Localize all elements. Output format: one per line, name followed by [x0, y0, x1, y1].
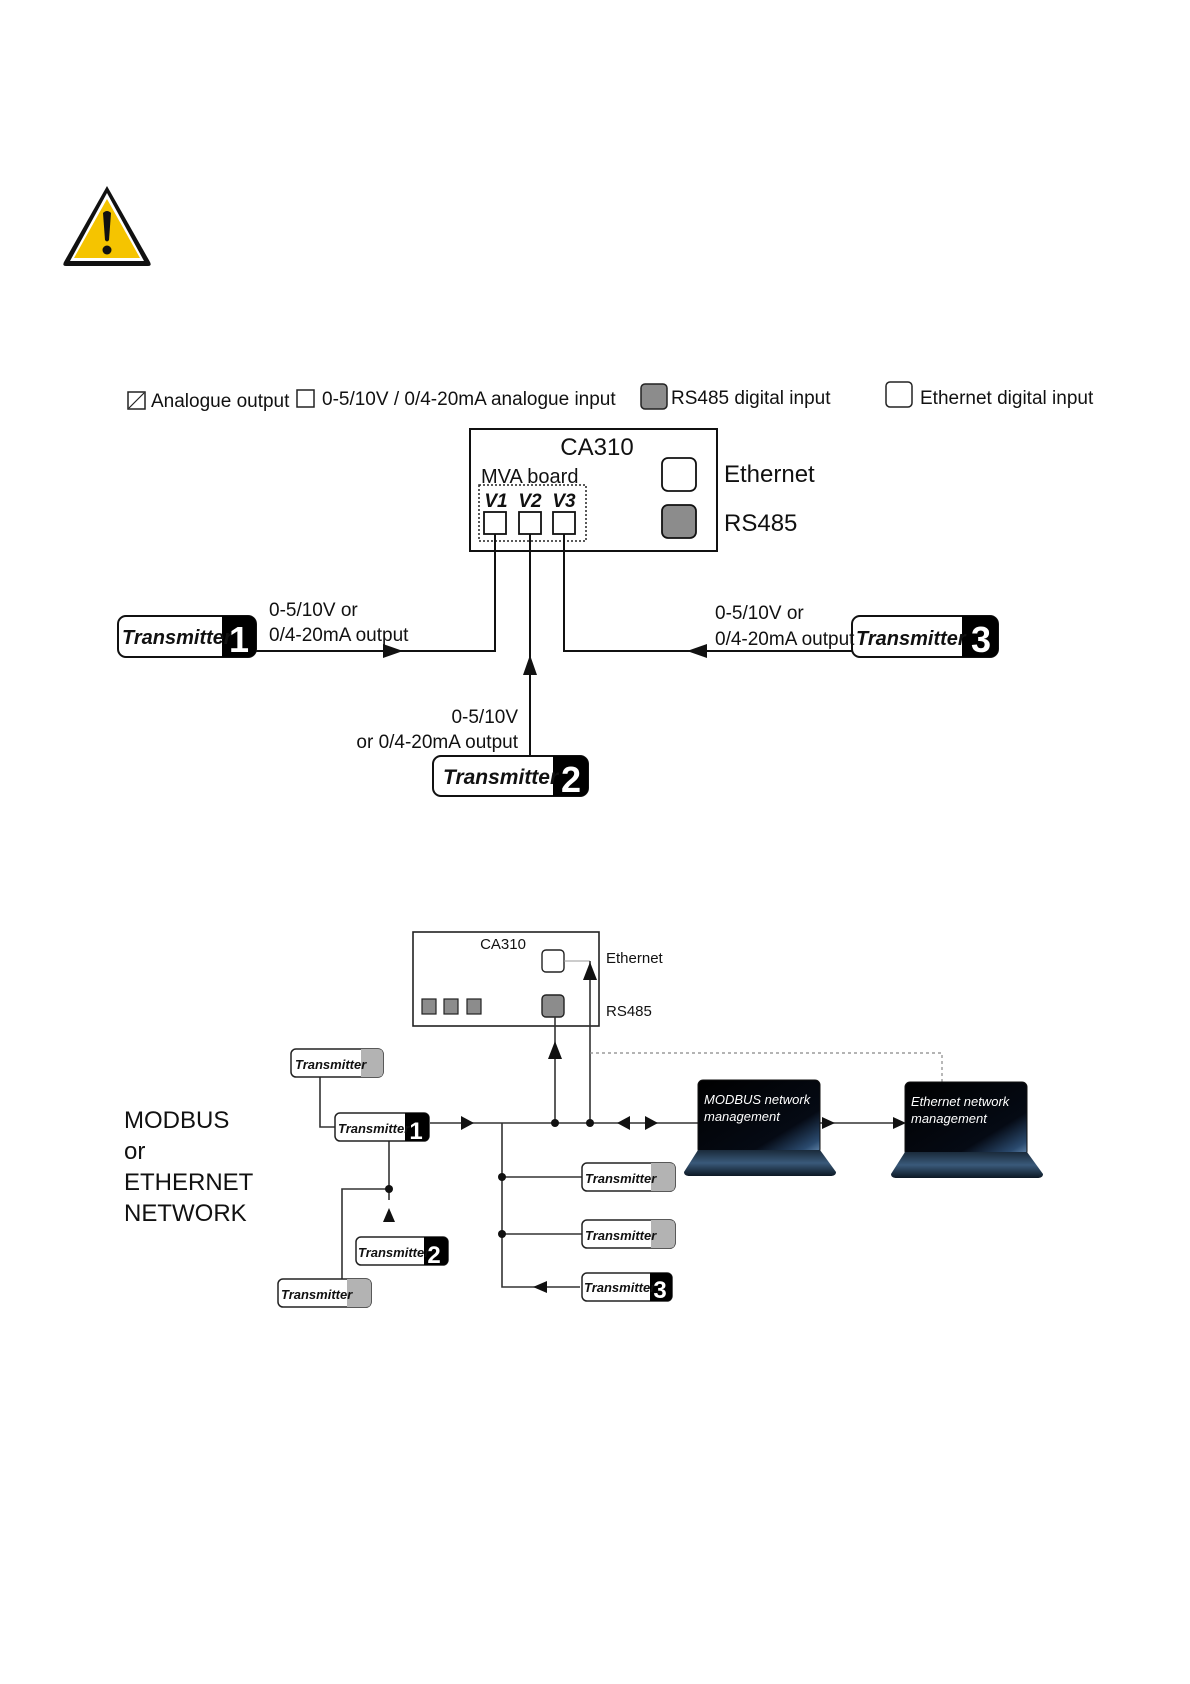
- arrow-right-icon: [461, 1116, 474, 1130]
- transmitter-label: Transmitter: [358, 1245, 430, 1260]
- arrow-up-icon: [523, 655, 537, 675]
- diagram1-wiring: [255, 534, 852, 755]
- diagram2-wiring: [319, 960, 943, 1293]
- laptop-label: MODBUS network: [704, 1092, 812, 1107]
- input-terminal-v1: [483, 511, 507, 535]
- arrow-left-icon: [617, 1116, 630, 1130]
- transmitter-label: Transmitter: [122, 627, 233, 649]
- network-label-line: MODBUS: [124, 1107, 229, 1134]
- ethernet-port-label: Ethernet: [724, 461, 815, 488]
- ethernet-port-icon: [661, 457, 697, 492]
- transmitter-number: 3: [653, 1277, 666, 1304]
- transmitter-2-signal-1: 0-5/10V: [451, 707, 518, 728]
- ethernet-input-icon: [885, 381, 913, 408]
- network-label-line: ETHERNET: [124, 1169, 254, 1196]
- rs485-port-icon: [541, 994, 565, 1018]
- transmitter-label: Transmitter: [281, 1287, 353, 1302]
- device-title: CA310: [480, 936, 526, 953]
- arrow-right-icon: [893, 1117, 906, 1129]
- laptop-modbus-management: MODBUS network management: [684, 1079, 836, 1176]
- transmitter-number: 2: [561, 759, 581, 800]
- analogue-input-icon: [296, 389, 315, 408]
- device-title: CA310: [560, 434, 633, 461]
- board-label: MVA board: [481, 466, 578, 488]
- transmitter-2: Transmitter 2: [432, 755, 589, 800]
- ethernet-port-label: Ethernet: [606, 950, 664, 967]
- arrow-right-icon: [383, 644, 403, 658]
- legend-label: 0-5/10V / 0/4-20mA analogue input: [322, 389, 616, 410]
- rs485-port-icon: [661, 504, 697, 539]
- rs485-port-label: RS485: [606, 1003, 652, 1020]
- arrow-up-icon: [548, 1041, 562, 1059]
- transmitter-2-signal-2: or 0/4-20mA output: [356, 732, 518, 753]
- input-label-v2: V2: [518, 491, 542, 512]
- transmitter-small: Transmitter: [581, 1219, 676, 1249]
- transmitter-label: Transmitter: [584, 1280, 656, 1295]
- legend-item-rs485: RS485 digital input: [640, 383, 831, 410]
- input-label-v3: V3: [552, 491, 576, 512]
- transmitter-1-signal-1: 0-5/10V or: [269, 600, 358, 621]
- transmitter-1: Transmitter 1: [117, 615, 257, 660]
- transmitter-3-signal-1: 0-5/10V or: [715, 603, 804, 624]
- transmitter-small-1: Transmitter 1: [334, 1112, 430, 1145]
- transmitter-number: 1: [229, 619, 249, 660]
- transmitter-small: Transmitter: [290, 1048, 384, 1078]
- transmitter-label: Transmitter: [585, 1228, 657, 1243]
- transmitter-label: Transmitter: [443, 766, 560, 789]
- arrow-left-icon: [822, 1117, 835, 1129]
- transmitter-label: Transmitter: [856, 628, 967, 650]
- network-label-line: NETWORK: [124, 1200, 247, 1227]
- input-module-icon: [466, 998, 482, 1015]
- transmitter-1-signal-2: 0/4-20mA output: [269, 625, 409, 646]
- transmitter-number: 3: [971, 619, 991, 660]
- transmitter-3-signal-2: 0/4-20mA output: [715, 629, 855, 650]
- mva-board-outline: [478, 484, 587, 542]
- laptop-label: Ethernet network: [911, 1094, 1011, 1109]
- network-label-line: or: [124, 1138, 145, 1165]
- transmitter-3: Transmitter 3: [851, 615, 999, 660]
- arrow-left-icon: [687, 644, 707, 658]
- legend-label: Ethernet digital input: [920, 388, 1094, 409]
- ethernet-port-icon: [541, 949, 565, 973]
- input-terminal-v2: [518, 511, 542, 535]
- arrow-up-icon: [383, 1208, 395, 1222]
- legend-item-analogue-input: 0-5/10V / 0/4-20mA analogue input: [296, 389, 616, 410]
- input-label-v1: V1: [484, 491, 507, 512]
- legend: Analogue output 0-5/10V / 0/4-20mA analo…: [127, 381, 1094, 412]
- transmitter-small-2: Transmitter 2: [355, 1236, 449, 1269]
- transmitter-small: Transmitter: [277, 1278, 372, 1308]
- input-module-icon: [443, 998, 459, 1015]
- laptop-label: management: [911, 1111, 988, 1126]
- input-terminal-v3: [552, 511, 576, 535]
- arrow-up-icon: [583, 962, 597, 980]
- transmitter-number: 2: [427, 1242, 440, 1269]
- legend-item-analogue-output: Analogue output: [127, 391, 290, 412]
- laptop-ethernet-management: Ethernet network management: [891, 1081, 1043, 1178]
- transmitter-small-3: Transmitter 3: [581, 1272, 673, 1304]
- transmitter-label: Transmitter: [295, 1057, 367, 1072]
- transmitter-label: Transmitter: [585, 1171, 657, 1186]
- legend-item-ethernet: Ethernet digital input: [885, 381, 1094, 409]
- laptop-label: management: [704, 1109, 781, 1124]
- transmitter-label: Transmitter: [338, 1121, 410, 1136]
- arrow-left-icon: [533, 1281, 547, 1293]
- rs485-port-label: RS485: [724, 510, 797, 537]
- ca310-device-small: CA310: [412, 931, 600, 1027]
- legend-label: RS485 digital input: [671, 388, 831, 409]
- warning-triangle-icon: [63, 186, 151, 266]
- rs485-input-icon: [640, 383, 668, 410]
- transmitter-number: 1: [409, 1118, 422, 1145]
- arrow-right-icon: [645, 1116, 658, 1130]
- input-module-icon: [421, 998, 437, 1015]
- network-label: MODBUS or ETHERNET NETWORK: [124, 1107, 254, 1227]
- ca310-device: CA310 MVA board V1 V2 V3: [469, 428, 718, 552]
- transmitter-small: Transmitter: [581, 1162, 676, 1192]
- legend-label: Analogue output: [151, 391, 290, 412]
